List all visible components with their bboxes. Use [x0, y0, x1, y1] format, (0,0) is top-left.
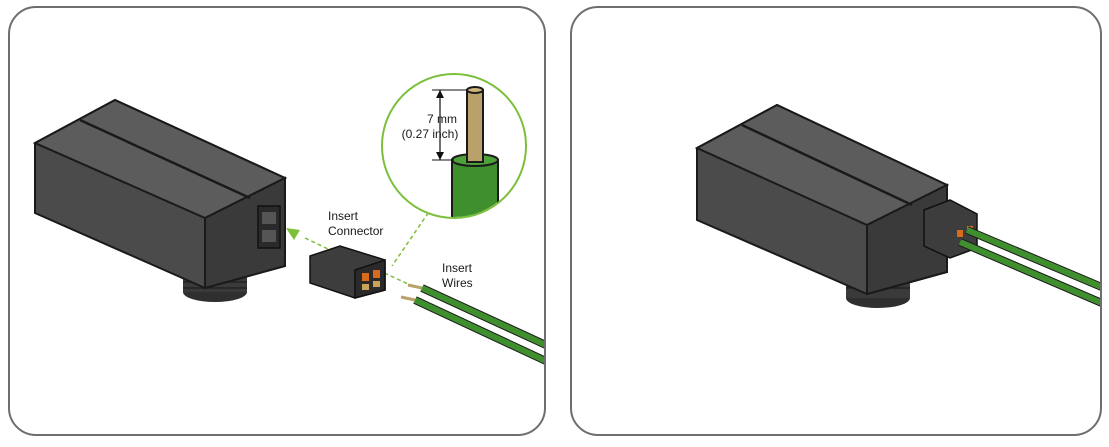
green-wires — [958, 226, 1100, 307]
insert-connector-label-line2: Connector — [328, 224, 383, 238]
exploded-diagram: 7 mm (0.27 inch) Insert Connector Insert… — [32, 73, 544, 365]
device-housing — [32, 98, 288, 290]
strip-length-magnifier — [381, 73, 527, 219]
connector-guide-arrowhead — [286, 228, 300, 240]
terminal-connector — [309, 245, 386, 299]
panel-insert-steps: 7 mm (0.27 inch) Insert Connector Insert… — [8, 6, 546, 436]
panel-assembled — [570, 6, 1102, 436]
insert-connector-label-line1: Insert — [328, 209, 359, 223]
green-wires — [400, 283, 544, 365]
insert-wires-label-line1: Insert — [442, 261, 473, 275]
assembled-diagram — [694, 103, 1100, 308]
insert-wires-label-line2: Wires — [442, 276, 473, 290]
device-housing — [694, 103, 950, 296]
strip-length-inch-label: (0.27 inch) — [402, 127, 459, 141]
strip-length-mm-label: 7 mm — [427, 112, 457, 126]
